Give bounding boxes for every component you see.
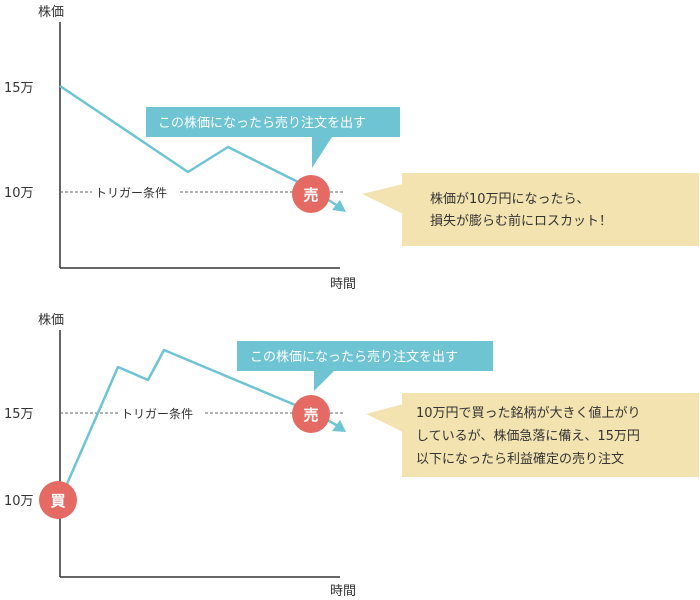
sell-badge xyxy=(292,175,330,213)
level-label-high: 15万 xyxy=(4,407,34,422)
x-axis-label: 時間 xyxy=(330,584,356,599)
bubble-text: この株価になったら売り注文を出す xyxy=(158,115,366,131)
note-box xyxy=(402,393,699,477)
price-arrow-head xyxy=(332,200,346,212)
note-pointer xyxy=(362,184,403,214)
bubble xyxy=(146,107,400,137)
trigger-label: トリガー条件 xyxy=(121,407,193,421)
level-label-high: 15万 xyxy=(4,81,34,96)
price-line xyxy=(58,348,301,501)
bubble xyxy=(237,341,493,371)
y-axis-label: 株価 xyxy=(38,5,64,20)
note-line-2: 損失が膨らむ前にロスカット！ xyxy=(430,213,612,229)
panel-loss-cut: 株価 時間 15万 10万 トリガー条件 この株価になったら売り注文を出す 売 … xyxy=(4,5,699,292)
sell-badge-text: 売 xyxy=(303,406,318,424)
level-label-low: 10万 xyxy=(4,186,34,201)
sell-badge-text: 売 xyxy=(303,186,318,204)
trigger-label: トリガー条件 xyxy=(95,186,167,200)
buy-badge-text: 買 xyxy=(50,492,65,510)
price-arrow-head xyxy=(332,420,346,432)
trigger-label-bg xyxy=(118,404,204,422)
bubble-pointer xyxy=(314,371,334,391)
note-line-1: 10万円で買った銘柄が大きく値上がり xyxy=(416,405,641,421)
note-line-1: 株価が10万円になったら、 xyxy=(430,192,590,207)
bubble-text: この株価になったら売り注文を出す xyxy=(250,349,458,365)
trigger-label-bg xyxy=(92,183,178,201)
note-line-2: しているが、株価急落に備え、15万円 xyxy=(416,428,640,444)
note-pointer xyxy=(366,404,403,432)
price-line xyxy=(59,84,301,185)
level-label-low: 10万 xyxy=(4,494,34,509)
note-line-3: 以下になったら利益確定の売り注文 xyxy=(416,451,624,467)
x-axis-label: 時間 xyxy=(330,277,356,292)
sell-badge xyxy=(292,395,330,433)
y-axis-label: 株価 xyxy=(38,313,64,328)
panel-profit-take: 株価 時間 15万 10万 トリガー条件 この株価になったら売り注文を出す 売 … xyxy=(4,313,699,599)
bubble-pointer xyxy=(312,137,332,168)
note-box xyxy=(402,173,699,246)
buy-badge xyxy=(39,481,77,519)
